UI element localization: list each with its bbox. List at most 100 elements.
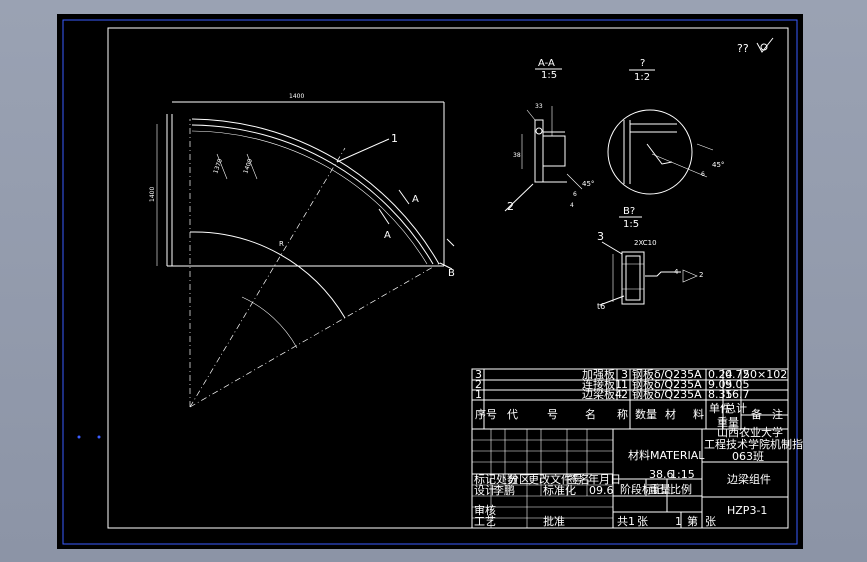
bom-name: 边梁板4 (582, 387, 622, 401)
bom-row: 2 连接板1 1 钢板δ/Q235A 9.05 9.05 (475, 377, 750, 391)
bom-unit: 8.35 (708, 388, 733, 401)
header-remark: 备 (751, 407, 762, 421)
sheet-no: 1 (675, 515, 682, 528)
part3-label: 3 (597, 230, 604, 243)
cad-viewport[interactable]: ?? 1400 1 (57, 14, 803, 549)
header-remark2: 注 (772, 407, 783, 421)
part2-label: 2 (507, 200, 514, 213)
sheet-unit: 张 (637, 515, 648, 528)
university-line2: 工程技术学院机制指 (704, 437, 803, 451)
view-b-view (599, 241, 698, 306)
dim-top: 1400 (289, 93, 304, 100)
header-code2: 号 (547, 408, 558, 421)
dim-6-a: 6 (573, 191, 577, 198)
bom-unit: 0.24 (708, 368, 733, 381)
section-aa-view (504, 106, 583, 212)
bom-qty: 3 (621, 368, 628, 381)
university-line1: 山西农业大学 (717, 425, 783, 439)
sheet-no-label: 第 (687, 514, 698, 528)
bom-name: 加强板 (582, 367, 615, 381)
surface-finish-icon (756, 37, 774, 53)
section-aa-label: A-A (538, 58, 555, 69)
angle-45-b: 45° (712, 161, 724, 169)
label-standard: 标准化 (543, 483, 576, 497)
label-change-doc: 更改文件号 (528, 472, 583, 486)
header-material2: 料 (693, 407, 704, 421)
header-seq: 序号 (475, 407, 497, 421)
weight-label: 重量 (649, 482, 671, 496)
bom-seq: 2 (475, 378, 482, 391)
label-sign: 签名 (568, 472, 590, 486)
drawing-no: HZP3-1 (727, 504, 767, 517)
label-approve: 批准 (543, 514, 565, 528)
design-person: 李鹏 (493, 483, 515, 497)
bom-unit: 9.05 (708, 378, 733, 391)
bom-qty: 2 (621, 388, 628, 401)
bom-seq: 3 (475, 368, 482, 381)
header-weight: 重量 (717, 415, 739, 429)
bom-total: 16.7 (725, 388, 750, 401)
outer-border (62, 19, 798, 545)
mark-a-lower: A (384, 230, 391, 241)
weld-2: 2 (699, 271, 703, 279)
mark-a-upper: A (412, 194, 419, 205)
dim-4: 4 (570, 202, 574, 209)
main-view (156, 101, 455, 408)
corner-mark: ?? (737, 42, 749, 55)
dim-r2: 1400 (242, 158, 254, 175)
angle-45-a: 45° (582, 180, 594, 188)
header-material: 材 (665, 407, 676, 421)
label-process: 工艺 (474, 515, 496, 528)
detail-scale: 1:2 (634, 72, 650, 83)
title-block-frame (471, 368, 789, 529)
stage-label: 阶段标记 (620, 482, 664, 496)
weld-note: 2XC10 (634, 239, 657, 247)
weld-t6: t6 (597, 302, 605, 311)
drawing-name: 边梁组件 (727, 472, 771, 486)
class-label: 063班 (732, 450, 764, 463)
label-zone: 分区 (508, 473, 530, 486)
drawing-sheet: ?? 1400 1 (62, 19, 803, 545)
bom-header: 序号 代 号 名 称 数量 材 料 单件 总计 重量 备 注 (475, 401, 783, 429)
inner-border (107, 27, 789, 529)
design-date: 09.6 (589, 484, 614, 497)
scale-value: 1:15 (670, 468, 695, 481)
bom-row: 3 加强板 3 钢板δ/Q235A 0.24 0.72 50×102 (475, 367, 787, 381)
header-code: 代 (507, 408, 518, 421)
material-header: 材料MATERIAL (628, 448, 705, 462)
label-revise: 标记处数 (474, 472, 518, 486)
mark-b: B (448, 268, 455, 279)
bom-total: 9.05 (725, 378, 750, 391)
dim-r1: 1370 (212, 158, 224, 175)
dim-38: 38 (513, 152, 521, 159)
bom-row: 1 边梁板4 2 钢板δ/Q235A 8.35 16.7 (475, 387, 750, 401)
dim-33: 33 (535, 103, 543, 110)
bom-seq: 1 (475, 388, 482, 401)
origin-marker (77, 435, 81, 439)
header-unit-weight: 单件 (709, 402, 731, 415)
header-name: 名 (585, 407, 596, 421)
header-total-weight: 总计 (725, 401, 747, 415)
view-b-label: B? (623, 206, 635, 217)
header-qty: 数量 (635, 408, 657, 421)
radius-label: R (279, 240, 284, 248)
weld-4: 4 (674, 268, 679, 276)
weight-value: 38.6 (649, 468, 674, 481)
sheet-no-unit: 张 (705, 515, 716, 528)
origin-marker-2 (97, 435, 101, 439)
bom-qty: 1 (621, 378, 628, 391)
bom-total: 0.72 (725, 368, 750, 381)
dim-6-b: 6 (701, 171, 705, 178)
header-name2: 称 (617, 407, 628, 421)
detail-label: ? (640, 58, 645, 69)
detail-view (607, 109, 714, 195)
bom-name: 连接板1 (582, 377, 622, 391)
dim-left: 1400 (149, 187, 156, 202)
bom-material: 钢板δ/Q235A (632, 377, 702, 391)
bom-remark: 50×102 (743, 368, 787, 381)
part1-label: 1 (391, 132, 398, 145)
scale-label: 比例 (670, 482, 692, 496)
section-aa-scale: 1:5 (541, 70, 557, 81)
label-design: 设计 (474, 484, 496, 497)
sheet-total: 共1 (617, 515, 635, 528)
